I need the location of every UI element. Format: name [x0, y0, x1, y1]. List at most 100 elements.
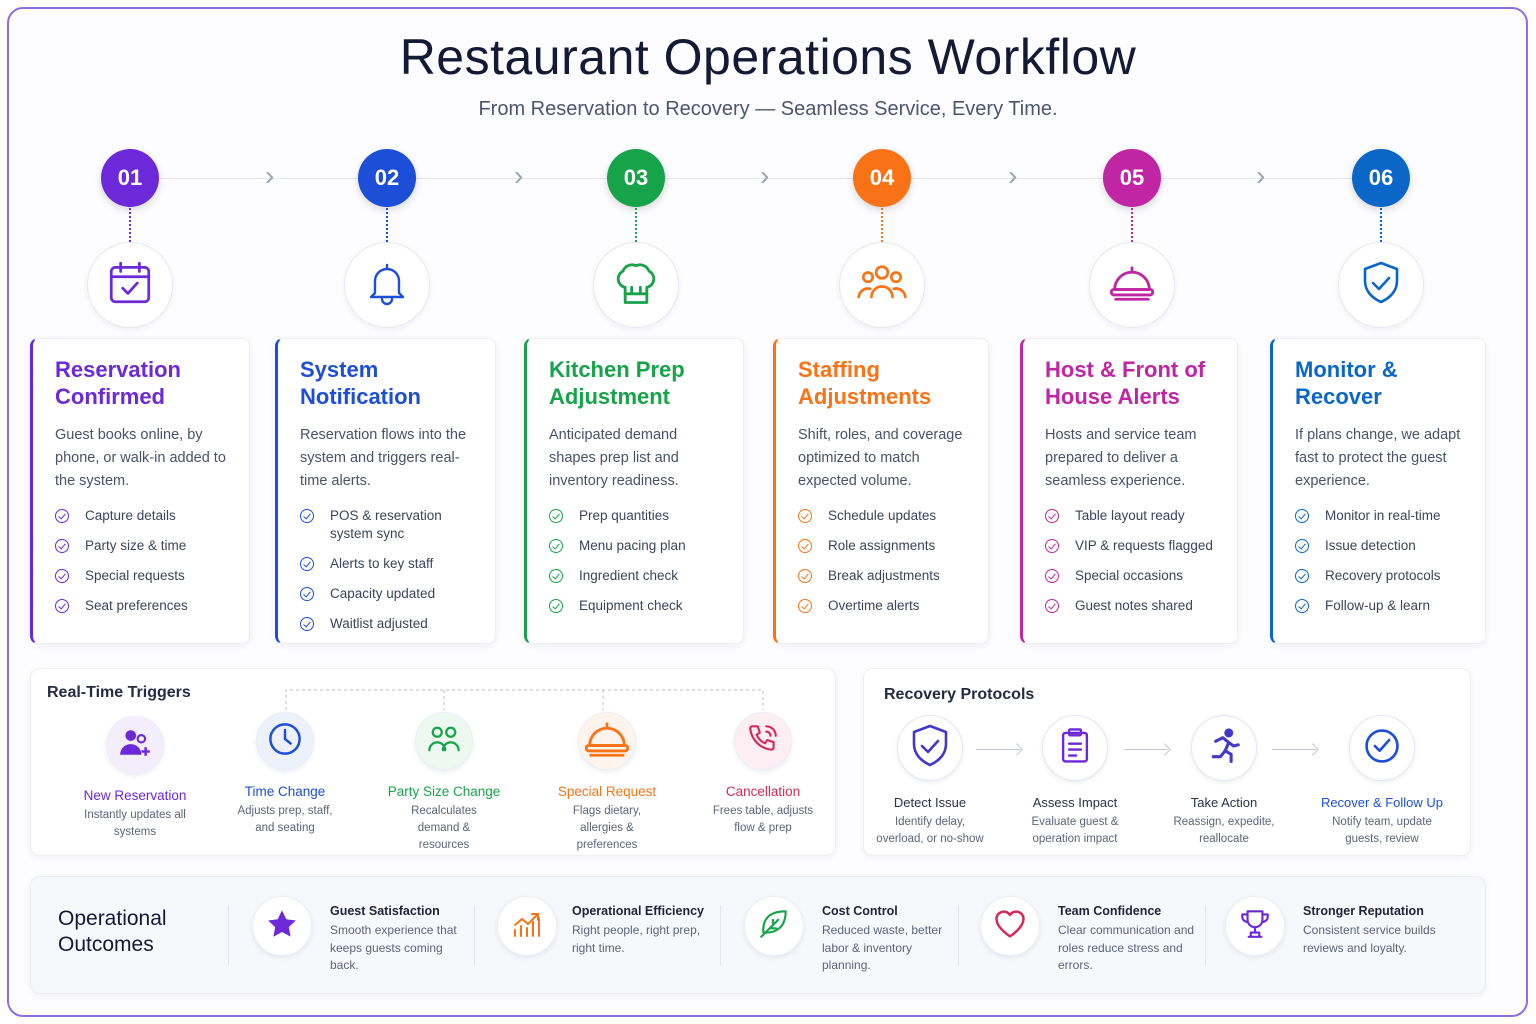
trigger-description: Frees table, adjusts flow & prep — [712, 805, 814, 834]
checklist-item-label: Special occasions — [1075, 568, 1184, 583]
step-title: Kitchen Prep Adjustment — [549, 357, 685, 409]
outcome-description: Clear communication and roles reduce str… — [1058, 923, 1195, 972]
trigger-description: Recalculates demand & resources — [411, 805, 477, 851]
trigger-icon-circle — [256, 712, 314, 770]
checklist-item: Table layout ready — [1045, 507, 1221, 525]
step-title: System Notification — [300, 357, 421, 409]
checklist-item: Follow-up & learn — [1295, 597, 1469, 615]
checklist-item: VIP & requests flagged — [1045, 537, 1221, 555]
trigger-icon-circle — [734, 712, 792, 770]
chef-hat-icon — [610, 257, 662, 314]
checklist-item-label: Capacity updated — [330, 586, 436, 601]
page-title: Restaurant Operations Workflow — [399, 29, 1137, 85]
heart-icon — [992, 906, 1028, 947]
step-03-icon-circle — [593, 242, 679, 328]
check-circle-icon — [798, 599, 812, 613]
checklist-item-label: Capture details — [85, 508, 176, 523]
recovery-icon-circle — [1349, 715, 1415, 781]
checklist-item-label: Waitlist adjusted — [330, 616, 428, 631]
checklist-item-label: Schedule updates — [828, 508, 937, 523]
trigger-description: Instantly updates all systems — [84, 809, 186, 838]
step-title: Reservation Confirmed — [55, 357, 181, 409]
checklist-item: Guest notes shared — [1045, 597, 1221, 615]
checklist-item-label: Menu pacing plan — [579, 538, 686, 553]
step-02-icon-circle — [344, 242, 430, 328]
triggers-connector — [285, 689, 764, 710]
step-title: Host & Front of House Alerts — [1045, 357, 1206, 409]
step-04-badge: 04 — [853, 149, 911, 207]
trigger-icon-circle — [415, 712, 473, 770]
checklist-item-label: Follow-up & learn — [1325, 598, 1431, 613]
chevron-right-icon: › — [1008, 160, 1018, 191]
outcome-label: Cost Control — [822, 904, 898, 918]
checklist-item-label: Alerts to key staff — [330, 556, 434, 571]
checklist-item-label: Equipment check — [579, 598, 683, 613]
step-description: Anticipated demand shapes prep list and … — [549, 427, 679, 489]
checklist-item-label: Ingredient check — [579, 568, 679, 583]
cloche-icon — [581, 713, 633, 770]
growth-chart-icon — [511, 908, 543, 945]
outcome-icon-circle — [1225, 896, 1285, 956]
arrow-right-icon — [976, 749, 1020, 750]
step-connector — [1380, 208, 1382, 242]
checklist-item-label: Issue detection — [1325, 538, 1416, 553]
recovery-icon-circle — [897, 715, 963, 781]
step-06-icon-circle — [1338, 242, 1424, 328]
arrow-right-icon — [1272, 749, 1316, 750]
step-01-badge: 01 — [101, 149, 159, 207]
check-circle-icon — [55, 569, 69, 583]
step-02-badge: 02 — [358, 149, 416, 207]
step-description: Shift, roles, and coverage optimized to … — [798, 427, 963, 489]
checklist-item-label: Role assignments — [828, 538, 936, 553]
check-circle-icon — [300, 617, 314, 631]
check-circle-icon — [798, 569, 812, 583]
check-circle-icon — [300, 587, 314, 601]
divider — [720, 905, 721, 965]
recovery-label: Assess Impact — [1032, 795, 1118, 810]
check-circle-icon — [1295, 539, 1309, 553]
outcome-icon-circle — [497, 896, 557, 956]
recovery-heading: Recovery Protocols — [884, 686, 1035, 703]
recovery-icon-circle — [1042, 715, 1108, 781]
chevron-right-icon: › — [1256, 160, 1266, 191]
trigger-description: Flags dietary, allergies & preferences — [572, 805, 642, 851]
outcome-icon-circle — [744, 896, 804, 956]
leaf-icon — [757, 907, 791, 946]
recovery-label: Take Action — [1190, 795, 1258, 810]
check-circle-icon — [1363, 727, 1401, 770]
trigger-icon-circle — [578, 712, 636, 770]
checklist-item: POS & reservation system sync — [300, 507, 479, 543]
divider — [1205, 905, 1206, 965]
checklist-item: Capture details — [55, 507, 233, 525]
check-circle-icon — [1295, 599, 1309, 613]
checklist-item: Recovery protocols — [1295, 567, 1469, 585]
checklist-item-label: Recovery protocols — [1325, 568, 1441, 583]
checklist-item: Waitlist adjusted — [300, 615, 479, 633]
trigger-icon-circle — [106, 716, 164, 774]
check-circle-icon — [55, 599, 69, 613]
add-user-icon — [118, 726, 152, 765]
checklist-item: Monitor in real-time — [1295, 507, 1469, 525]
shield-check-icon — [906, 722, 954, 775]
outcome-icon-circle — [252, 896, 312, 956]
chevron-right-icon: › — [760, 160, 770, 191]
trigger-label: Cancellation — [725, 784, 801, 799]
step-description: Guest books online, by phone, or walk-in… — [55, 427, 226, 489]
people-icon — [426, 721, 462, 762]
step-05-badge: 05 — [1103, 149, 1161, 207]
star-icon — [265, 907, 299, 946]
checklist-item-label: Overtime alerts — [828, 598, 920, 613]
check-circle-icon — [1045, 539, 1059, 553]
check-circle-icon — [55, 509, 69, 523]
recovery-label: Detect Issue — [893, 795, 967, 810]
outcomes-heading: Operational Outcomes — [58, 907, 167, 956]
bell-icon — [363, 259, 411, 312]
